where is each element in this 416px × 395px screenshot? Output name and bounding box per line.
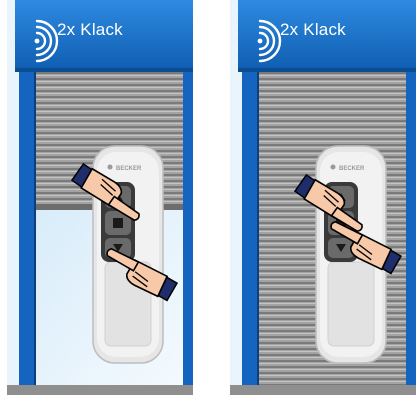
instruction-panel-1: BECKER — [7, 0, 193, 395]
brand-logo-icon — [331, 165, 336, 170]
stop-square-icon — [113, 218, 123, 228]
window-jamb-right — [183, 70, 193, 385]
window-jamb-right — [406, 70, 416, 385]
brand-logo-icon — [108, 165, 113, 170]
instruction-panel-2: BECKER — [230, 0, 416, 395]
brand-label: BECKER — [339, 166, 365, 172]
panel-caption: 2x Klack — [280, 20, 346, 40]
floor-sill — [230, 385, 416, 395]
panel-illustration: BECKER — [230, 0, 416, 395]
panel-caption: 2x Klack — [57, 20, 123, 40]
brand-label: BECKER — [116, 166, 142, 172]
window-jamb-left — [242, 70, 259, 385]
panel-illustration: BECKER — [7, 0, 193, 395]
floor-sill — [7, 385, 193, 395]
window-jamb-left — [19, 70, 36, 385]
